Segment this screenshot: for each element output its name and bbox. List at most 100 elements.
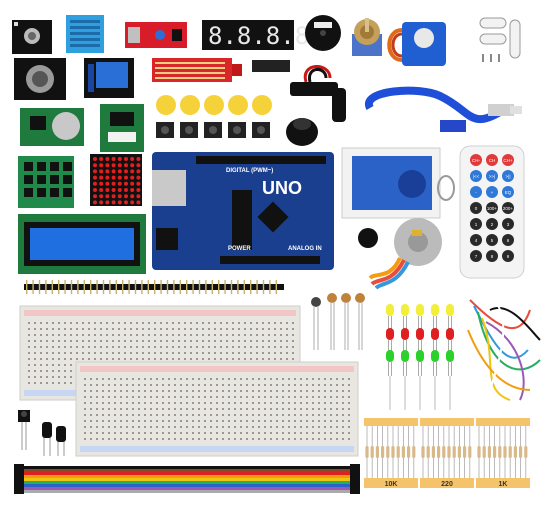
remote-button-label: 0 xyxy=(475,206,478,211)
matrix-dot xyxy=(117,200,122,205)
breadboard-hole xyxy=(76,346,78,348)
breadboard-hole xyxy=(148,322,150,324)
breadboard-hole xyxy=(330,438,332,440)
breadboard-hole xyxy=(262,322,264,324)
breadboard-hole xyxy=(118,322,120,324)
breadboard-hole xyxy=(90,378,92,380)
breadboard-hole xyxy=(286,322,288,324)
resistor-body xyxy=(396,446,400,458)
breadboard-hole xyxy=(126,408,128,410)
breadboard-hole xyxy=(94,358,96,360)
breadboard-hole xyxy=(28,370,30,372)
breadboard-hole xyxy=(58,322,60,324)
breadboard-hole xyxy=(40,340,42,342)
led xyxy=(431,350,439,362)
breadboard-hole xyxy=(156,420,158,422)
breadboard-hole xyxy=(180,414,182,416)
breadboard-hole xyxy=(208,352,210,354)
breadboard-hole xyxy=(34,364,36,366)
breadboard-hole xyxy=(240,432,242,434)
breadboard-hole xyxy=(154,322,156,324)
breadboard-hole xyxy=(130,334,132,336)
breadboard-hole xyxy=(124,352,126,354)
breadboard-hole xyxy=(204,408,206,410)
breadboard-hole xyxy=(28,346,30,348)
breadboard-hole xyxy=(138,408,140,410)
breadboard-hole xyxy=(342,378,344,380)
breadboard-hole xyxy=(216,432,218,434)
matrix-dot xyxy=(117,157,122,161)
resistor-body xyxy=(447,446,451,458)
breadboard-hole xyxy=(264,414,266,416)
breadboard-hole xyxy=(178,322,180,324)
header-pin xyxy=(250,280,252,294)
breadboard-hole xyxy=(160,322,162,324)
breadboard-hole xyxy=(168,420,170,422)
arduino-uno-board: UNO DIGITAL (PWM~) POWER ANALOG IN xyxy=(152,152,334,270)
breadboard-hole xyxy=(96,432,98,434)
breadboard-hole xyxy=(114,402,116,404)
breadboard-hole xyxy=(162,414,164,416)
breadboard-hole xyxy=(64,334,66,336)
breadboard-hole xyxy=(138,426,140,428)
breadboard-hole xyxy=(282,396,284,398)
breadboard-hole xyxy=(124,334,126,336)
breadboard-hole xyxy=(270,414,272,416)
breadboard-hole xyxy=(294,438,296,440)
breadboard-hole xyxy=(216,396,218,398)
breadboard-hole xyxy=(306,378,308,380)
breadboard-hole xyxy=(46,376,48,378)
header-pin xyxy=(141,280,143,294)
breadboard-hole xyxy=(292,346,294,348)
breadboard-hole xyxy=(228,420,230,422)
breadboard-hole xyxy=(240,420,242,422)
breadboard-hole xyxy=(88,358,90,360)
remote-button-label: 1 xyxy=(475,222,478,227)
breadboard-hole xyxy=(270,390,272,392)
breadboard-hole xyxy=(142,328,144,330)
breadboard-hole xyxy=(132,390,134,392)
breadboard-hole xyxy=(276,384,278,386)
breadboard-hole xyxy=(96,426,98,428)
matrix-dot xyxy=(93,200,97,205)
remote-button xyxy=(502,234,514,246)
matrix-dot xyxy=(117,163,122,168)
breadboard-hole xyxy=(150,402,152,404)
header-pins xyxy=(24,280,284,294)
breadboard-hole xyxy=(174,426,176,428)
remote-button-label: >|| xyxy=(506,174,511,179)
matrix-dot xyxy=(99,169,104,174)
breadboard-hole xyxy=(186,384,188,386)
breadboard-hole xyxy=(102,378,104,380)
breadboard-hole xyxy=(114,408,116,410)
breadboard-hole xyxy=(132,402,134,404)
breadboard-hole xyxy=(270,420,272,422)
breadboard-hole xyxy=(240,408,242,410)
breadboard-hole xyxy=(268,358,270,360)
breadboard-hole xyxy=(82,358,84,360)
breadboard-hole xyxy=(100,334,102,336)
breadboard-hole xyxy=(210,414,212,416)
breadboard-hole xyxy=(192,378,194,380)
header-pin xyxy=(58,280,60,294)
breadboard-hole xyxy=(306,390,308,392)
breadboard-hole xyxy=(204,396,206,398)
breadboard-hole xyxy=(126,396,128,398)
breadboard-hole xyxy=(192,420,194,422)
header-pin xyxy=(160,280,162,294)
breadboard-hole xyxy=(70,346,72,348)
breadboard-hole xyxy=(82,346,84,348)
breadboard-hole xyxy=(286,352,288,354)
breadboard-hole xyxy=(180,438,182,440)
breadboard-hole xyxy=(108,402,110,404)
remote-button xyxy=(486,234,498,246)
breadboard-hole xyxy=(138,402,140,404)
breadboard-hole xyxy=(342,384,344,386)
breadboard-hole xyxy=(184,346,186,348)
breadboard-hole xyxy=(336,420,338,422)
breadboard-hole xyxy=(196,334,198,336)
breadboard-hole xyxy=(268,322,270,324)
header-pin xyxy=(256,280,258,294)
breadboard-hole xyxy=(220,328,222,330)
breadboard-hole xyxy=(102,438,104,440)
